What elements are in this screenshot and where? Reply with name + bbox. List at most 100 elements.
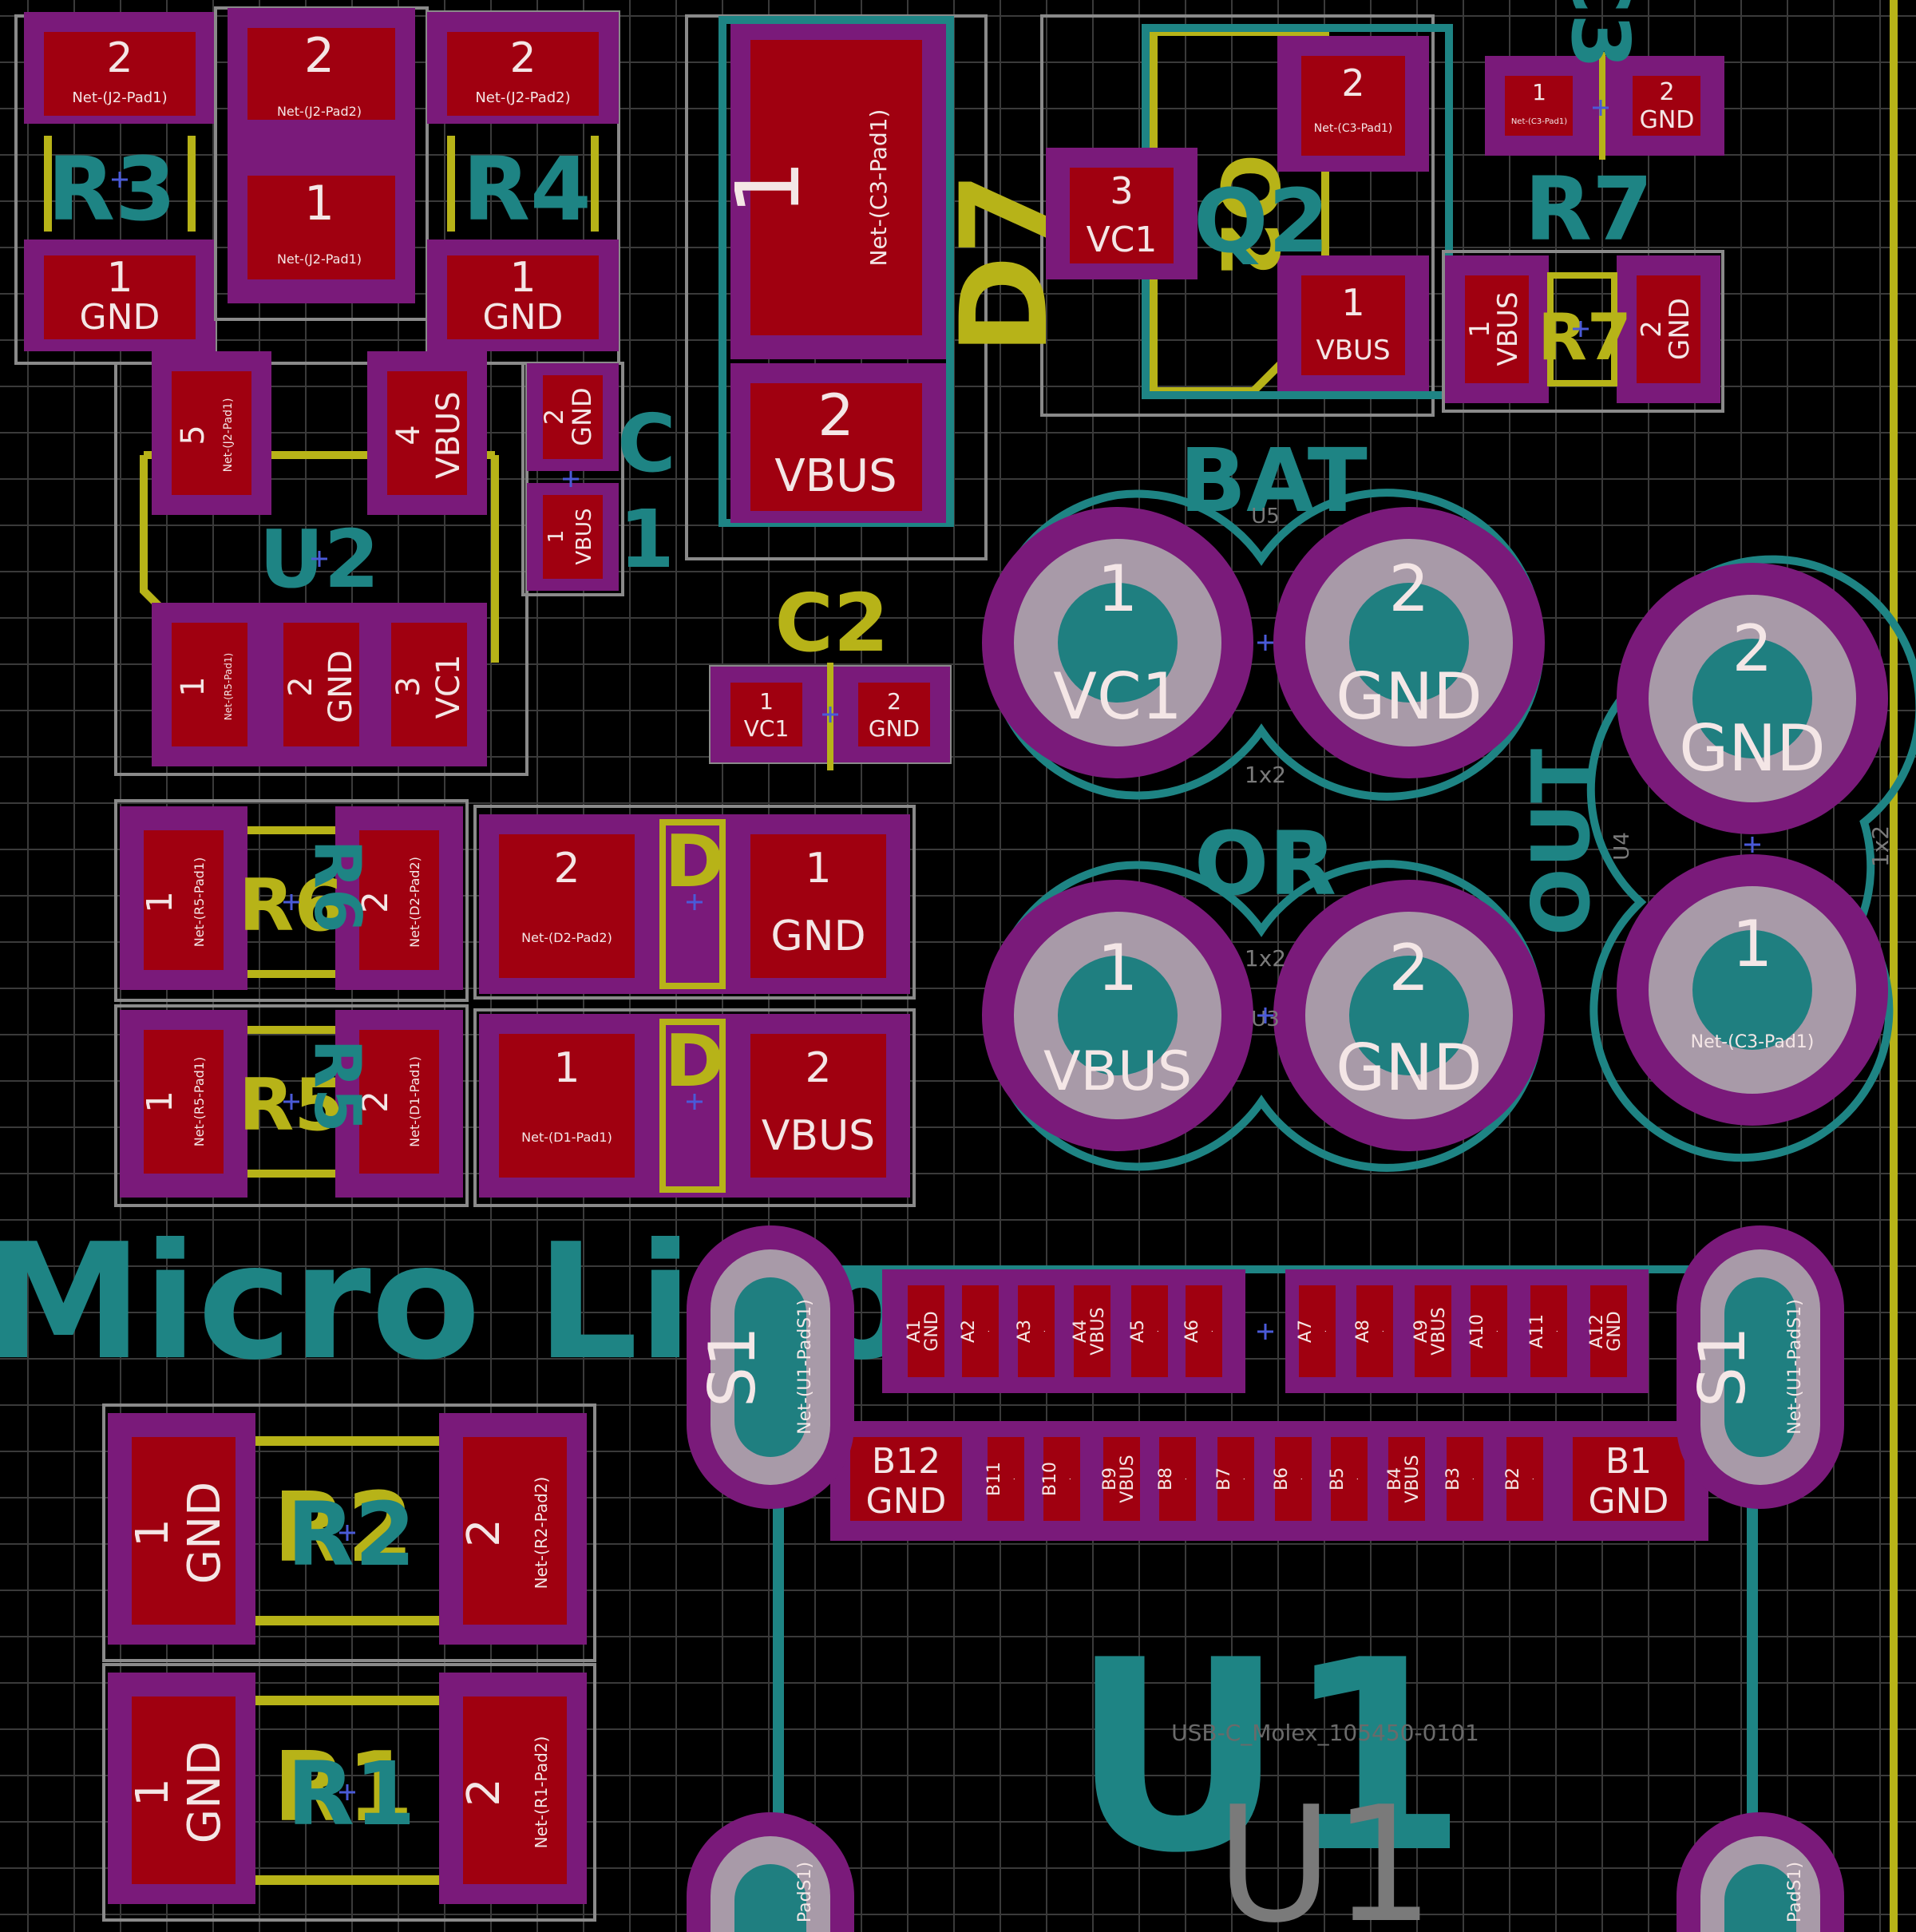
pad-number: 2 xyxy=(355,891,396,913)
pad-number: 2 xyxy=(1732,612,1773,686)
ref-r4: R4 xyxy=(462,138,591,240)
pad-number: 1 xyxy=(140,891,180,913)
pad-net: Net-(C3-Pad1) xyxy=(1691,1032,1815,1052)
usb-pin-pad[interactable] xyxy=(908,1285,944,1377)
pad-net: Net-(J2-Pad1) xyxy=(277,251,362,267)
footprint-r6[interactable]: 1 Net-(R5-Pad1) 2 Net-(D2-Pad2) R6 R6 xyxy=(114,799,469,1002)
usb-pin-number: A7 xyxy=(1296,1320,1316,1343)
usb-pin-pad[interactable] xyxy=(1471,1285,1507,1377)
pad-number: 1 xyxy=(1098,552,1138,626)
usb-pin-net: · xyxy=(1067,1478,1075,1480)
usb-pin-number: A9 xyxy=(1411,1320,1431,1343)
pad-net: GND xyxy=(866,1481,947,1522)
footprint-bat[interactable]: 1 VC1 2 GND BAT U5 1x2 xyxy=(982,430,1545,801)
footprint-or[interactable]: 1 VBUS 2 GND OR 1x2 U3 xyxy=(982,813,1545,1172)
usb-pin-pad[interactable] xyxy=(1415,1285,1451,1377)
ref-q2: Q2 xyxy=(1194,170,1329,272)
pad-number: 2 xyxy=(1659,78,1674,106)
usb-pin-pad[interactable] xyxy=(1299,1285,1336,1377)
ref-r1: R1 xyxy=(287,1743,415,1845)
usb-pin-net: · xyxy=(1182,1478,1191,1480)
ref-r3: R3 xyxy=(47,138,176,240)
usb-pin-pad[interactable] xyxy=(1217,1437,1254,1521)
footprint-j2-mid[interactable]: 2 Net-(J2-Pad2) 1 Net-(J2-Pad1) xyxy=(214,6,429,321)
usb-pin-number: B4 xyxy=(1385,1467,1405,1491)
usb-pin-net: · xyxy=(1530,1478,1538,1480)
usb-pin-net: · xyxy=(1354,1478,1363,1480)
usb-pin-pad[interactable] xyxy=(1275,1437,1312,1521)
footprint-r2[interactable]: 1 GND 2 Net-(R2-Pad2) R2 R2 xyxy=(102,1403,596,1662)
pad-number: 2 xyxy=(283,676,319,696)
usb-pin-pad[interactable] xyxy=(1131,1285,1168,1377)
pad-net: GND xyxy=(179,1482,231,1584)
usb-pin-pad[interactable] xyxy=(1590,1285,1627,1377)
footprint-u2[interactable]: 5 Net-(J2-Pad1) 4 VBUS 1 Net-(R5-Pad1) 2… xyxy=(114,351,528,776)
footprint-c1[interactable]: 2 GND 1 VBUS C 1 xyxy=(521,362,676,596)
usb-pin-number: B11 xyxy=(984,1462,1004,1496)
pad-net: Net-(D2-Pad2) xyxy=(407,857,422,948)
pad-net: GND xyxy=(323,650,359,723)
usb-pin-pad[interactable] xyxy=(988,1437,1024,1521)
usb-pin-net: · xyxy=(1470,1478,1479,1480)
usb-pin-pad[interactable] xyxy=(962,1285,999,1377)
pad-net: Net-(J2-Pad1) xyxy=(72,89,167,106)
pad-number: 1 xyxy=(759,688,774,715)
fab-label-1x2: 1x2 xyxy=(1245,945,1286,972)
footprint-c2[interactable]: 1 VC1 2 GND C2 xyxy=(709,576,952,770)
usb-pin-pad[interactable] xyxy=(1159,1437,1196,1521)
pad-net: Net-(R2-Pad2) xyxy=(532,1477,551,1590)
usb-pin-number: A11 xyxy=(1527,1314,1547,1348)
pad-net: Net-(D2-Pad2) xyxy=(521,930,612,945)
usb-pin-pad[interactable] xyxy=(1103,1437,1140,1521)
ref-c1: C xyxy=(617,397,675,490)
pad-number: 1 xyxy=(127,1778,179,1807)
footprint-r3[interactable]: 2 Net-(J2-Pad1) 1 GND R3 xyxy=(14,12,217,365)
usb-pin-number: B7 xyxy=(1214,1467,1234,1491)
pad-net: Net-(C3-Pad1) xyxy=(1314,122,1392,135)
pad-net: GND xyxy=(80,297,160,338)
usb-pin-number: A4 xyxy=(1071,1320,1091,1343)
usb-pin-net: · xyxy=(1041,1330,1050,1332)
footprint-r1[interactable]: 1 GND 2 Net-(R1-Pad2) R1 R1 xyxy=(102,1663,596,1922)
footprint-c3-big[interactable]: 1 Net-(C3-Pad1) 2 VBUS xyxy=(685,14,988,560)
pad-number: 1 xyxy=(127,1518,179,1547)
usb-pin-pad[interactable] xyxy=(1506,1437,1543,1521)
usb-pin-pad[interactable] xyxy=(1447,1437,1483,1521)
usb-pin-pad[interactable] xyxy=(1356,1285,1393,1377)
footprint-r4[interactable]: 2 Net-(J2-Pad2) 1 GND R4 xyxy=(426,10,620,365)
pad-net: VC1 xyxy=(1053,659,1182,734)
ref-c3: C3 xyxy=(1554,0,1647,69)
usb-pin-pad[interactable] xyxy=(1186,1285,1222,1377)
usb-pin-net: VBUS xyxy=(1403,1455,1423,1502)
usb-pin-pad[interactable] xyxy=(1530,1285,1567,1377)
usb-pin-pad[interactable] xyxy=(1043,1437,1080,1521)
pad-net: Net-(J2-Pad2) xyxy=(277,104,362,119)
usb-pin-net: · xyxy=(985,1330,994,1332)
usb-pin-pad[interactable] xyxy=(1074,1285,1110,1377)
pad-number: 2 xyxy=(509,34,536,82)
footprint-r7[interactable]: 1 VBUS 2 GND R7 R7 xyxy=(1442,158,1724,413)
pad-net: PadS1) xyxy=(1785,1862,1805,1922)
pad-number: S1 xyxy=(1685,1326,1760,1407)
pad-number: 1 xyxy=(1341,281,1364,324)
pad-net: GND xyxy=(1679,711,1825,786)
usb-pin-number: B3 xyxy=(1443,1467,1463,1491)
usb-pin-net: VBUS xyxy=(1429,1307,1449,1355)
footprint-out[interactable]: 2 GND 1 Net-(C3-Pad1) OUT U4 1x2 xyxy=(1514,555,1916,1162)
usb-pin-pad[interactable] xyxy=(1018,1285,1055,1377)
usb-pin-net: · xyxy=(1011,1478,1019,1480)
pad-net: VBUS xyxy=(572,508,596,564)
pad-net: GND xyxy=(1640,106,1695,134)
pad-net: Net-(R5-Pad1) xyxy=(192,857,207,947)
footprint-q2[interactable]: 3 VC1 2 Net-(C3-Pad1) 1 VBUS Q2 Q2 xyxy=(1040,14,1453,417)
usb-pin-pad[interactable] xyxy=(1388,1437,1425,1521)
connector-model: USB-C_Molex_105450-0101 xyxy=(1171,1720,1479,1746)
pad-net: Net-(C3-Pad1) xyxy=(865,109,892,267)
usb-pin-pad[interactable] xyxy=(1331,1437,1368,1521)
footprint-c3[interactable]: 1 Net-(C3-Pad1) 2 GND C3 xyxy=(1485,0,1724,160)
pad-net: Net-(U1-PadS1) xyxy=(1785,1299,1805,1434)
usb-pin-net: · xyxy=(1241,1478,1249,1480)
pad-net: VBUS xyxy=(762,1112,875,1160)
